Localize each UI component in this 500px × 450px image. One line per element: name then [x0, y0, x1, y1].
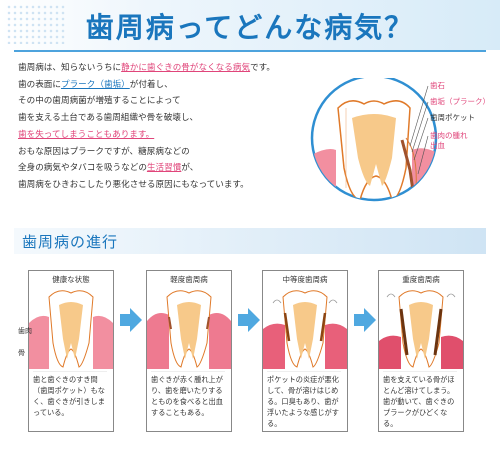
stage-title: 軽度歯周病 [170, 275, 208, 284]
stage-description: ポケットの炎症が悪化して、骨が溶けはじめる。口臭もあり、歯が浮いたような感じがす… [267, 371, 341, 429]
intro-line-8: 歯周病をひきおこしたり悪化させる原因にもなっています。 [18, 179, 249, 190]
stage-mild: 軽度歯周病 歯ぐきが赤く腫れ上がり、歯を磨いたりするとものを食べると出血すること… [146, 270, 232, 432]
stage-title: 中等度歯周病 [282, 275, 328, 284]
stage-severe: 重度歯周病 歯を支えている骨がほとんど溶けてしまう。歯が動いて、歯ぐきのプラーク… [378, 270, 464, 432]
label-periodontal-pocket: 歯周ポケット [430, 113, 475, 122]
stage-title: 重度歯周病 [402, 275, 440, 284]
title-divider [14, 50, 486, 52]
stage-moderate: 中等度歯周病 ポケットの炎症が悪化して、骨が溶けはじめる。口臭もあり、歯が浮いた… [262, 270, 348, 432]
page-title: 歯周病ってどんな病気？ [85, 11, 415, 44]
stage-healthy: 健康な状態 歯と歯ぐきのすき間（歯周ポケット）もなく、歯ぐきが引きしまっている。 [28, 270, 114, 432]
intro-line-3: その中の歯周病菌が増殖することによって [18, 96, 181, 107]
intro-text-segment: 全身の病気やタバコを吸うなどの [18, 163, 147, 174]
arrow-right-icon [354, 308, 376, 332]
dot-pattern-decoration [6, 4, 66, 44]
intro-text: 歯周病は、知らないうちに静かに歯ぐきの骨がなくなる病気です。 歯の表面にプラーク… [18, 60, 308, 194]
stage-description: 歯ぐきが赤く腫れ上がり、歯を磨いたりするとものを食べると出血することもある。 [151, 371, 225, 418]
intro-line-7: 全身の病気やタバコを吸うなどの生活習慣が、 [18, 160, 308, 177]
intro-text-segment: です。 [250, 63, 275, 73]
tooth-illustration [310, 78, 438, 202]
label-bleeding: 出血 [430, 141, 445, 150]
label-plaque: 歯垢（プラーク） [430, 97, 490, 106]
intro-line-1: 歯周病は、知らないうちに静かに歯ぐきの骨がなくなる病気です。 [18, 60, 308, 77]
tooth-stage-2-illustration [147, 290, 231, 369]
label-gum-swelling: 歯肉の腫れ [430, 131, 468, 140]
section-header-bar [14, 228, 486, 254]
intro-line-4: 歯を支える土台である歯周組織や骨を破壊し、 [18, 113, 199, 124]
intro-highlight: 生活習慣 [146, 163, 182, 174]
label-tartar: 歯石 [430, 81, 445, 90]
intro-highlight: プラーク（歯垢） [60, 79, 130, 90]
intro-highlight: 静かに歯ぐきの骨がなくなる病気 [121, 63, 251, 73]
tooth-diagram: 歯石 歯垢（プラーク） 歯周ポケット 歯肉の腫れ 出血 [306, 78, 490, 204]
intro-line-5: 歯を失ってしまうこともあります。 [18, 129, 155, 140]
tooth-stage-1-illustration [29, 290, 113, 369]
stage-title: 健康な状態 [52, 275, 90, 284]
intro-text-segment: 歯周病は、知らないうちに [18, 63, 122, 73]
stage-description: 歯と歯ぐきのすき間（歯周ポケット）もなく、歯ぐきが引きしまっている。 [33, 371, 107, 418]
intro-text-segment: が、 [181, 163, 199, 174]
intro-line-6: おもな原因はプラークですが、糖尿病などの [18, 146, 190, 157]
intro-text-segment: が付着し、 [129, 79, 173, 90]
stage-description: 歯を支えている骨がほとんど溶けてしまう。歯が動いて、歯ぐきのプラークがひどくなる… [383, 371, 457, 429]
intro-line-2: 歯の表面にプラーク（歯垢）が付着し、 [18, 77, 308, 94]
tooth-stage-4-illustration [379, 290, 463, 369]
arrow-right-icon [238, 308, 260, 332]
side-label-gum: 歯肉 [18, 327, 32, 335]
side-label-bone: 骨 [18, 349, 25, 357]
section-title: 歯周病の進行 [22, 233, 119, 251]
arrow-right-icon [120, 308, 142, 332]
intro-text-segment: 歯の表面に [18, 79, 61, 90]
title-bar [0, 0, 500, 50]
tooth-stage-3-illustration [263, 290, 347, 369]
